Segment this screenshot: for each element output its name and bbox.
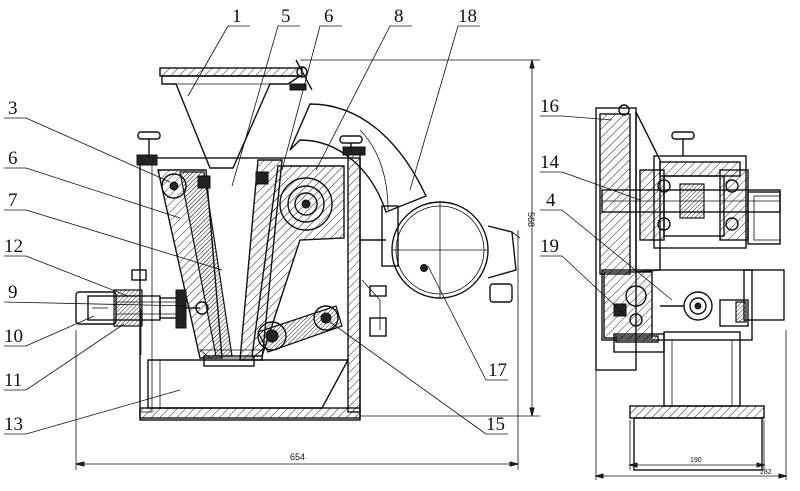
callout-7: 7: [8, 190, 18, 211]
callout-12: 12: [4, 236, 23, 257]
dim-front-height: 568: [526, 212, 536, 227]
callout-8: 8: [394, 6, 404, 27]
callout-13: 13: [4, 414, 23, 435]
callout-19: 19: [540, 236, 559, 257]
callout-17: 17: [488, 360, 507, 381]
callout-18: 18: [458, 6, 477, 27]
dim-side-inner-width: 190: [690, 457, 702, 464]
callout-10: 10: [4, 326, 23, 347]
callout-3: 3: [8, 98, 18, 119]
dimension-lines: [75, 59, 788, 480]
front-view: [75, 59, 521, 421]
feed-hopper: [159, 67, 303, 169]
callout-16: 16: [540, 96, 559, 117]
callout-14: 14: [540, 152, 560, 173]
fixed-jaw: [157, 169, 233, 359]
dimension-texts: 654 568 190 282: [290, 212, 772, 476]
dim-side-outer-width: 282: [760, 469, 772, 476]
callout-11: 11: [4, 370, 22, 391]
dim-front-width: 654: [290, 452, 305, 462]
callout-numbers: 1 5 6 8 18 3 6 7 12 9 10 11 13 15 17 16 …: [4, 6, 560, 435]
callout-15: 15: [486, 414, 505, 435]
callout-6-left: 6: [8, 148, 18, 169]
toggle-link: [257, 305, 343, 353]
callout-4: 4: [546, 190, 556, 211]
callout-5: 5: [281, 6, 291, 27]
leader-lines: [3, 25, 673, 435]
discharge-chute: [147, 359, 350, 409]
callout-1: 1: [232, 6, 242, 27]
callout-6-top: 6: [324, 6, 334, 27]
electric-motor: [391, 201, 521, 303]
callout-9: 9: [8, 282, 18, 303]
side-view: [595, 104, 785, 471]
